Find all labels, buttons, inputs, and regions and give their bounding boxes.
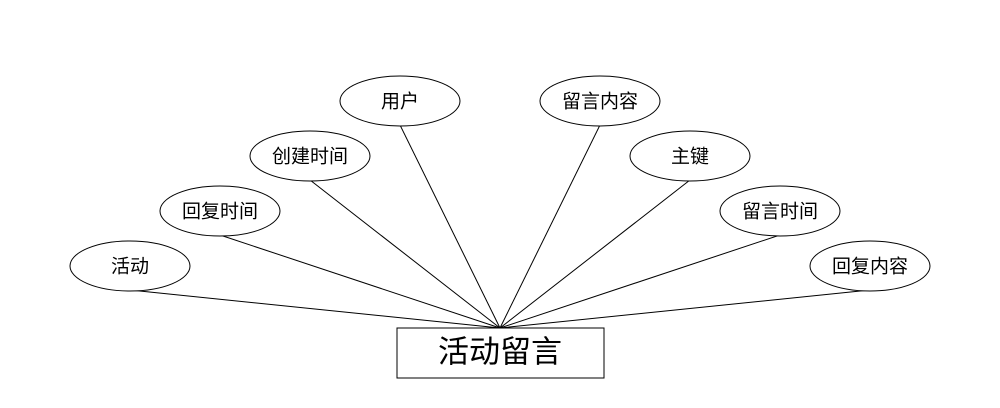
attribute-primary-key: 主键 [629,130,751,182]
attribute-ellipse [159,185,281,237]
connector-create-time [309,179,501,329]
attribute-label: 留言内容 [562,91,638,113]
attribute-ellipse [339,75,461,127]
attribute-message-time: 留言时间 [719,185,841,237]
connector-activity [129,289,501,329]
connector-user [399,124,501,329]
attribute-user: 用户 [339,75,461,127]
connector-primary-key [499,179,691,329]
attribute-label: 主键 [671,146,709,168]
connector-message-content [499,124,601,329]
attribute-ellipse [809,240,931,292]
attribute-activity: 活动 [69,240,191,292]
attribute-label: 回复时间 [182,201,258,223]
connector-lines [129,124,871,329]
attribute-ellipse [719,185,841,237]
connector-reply-content [499,289,871,329]
attribute-label: 创建时间 [272,146,348,168]
connector-reply-time [219,234,501,329]
entity-box [396,327,605,379]
attribute-ellipse [539,75,661,127]
connector-message-time [499,234,781,329]
attribute-label: 用户 [381,91,419,113]
entity-label: 活动留言 [438,335,562,371]
entity-activity-message: 活动留言 [396,327,605,379]
attribute-ellipse [69,240,191,292]
attribute-message-content: 留言内容 [539,75,661,127]
attribute-ellipse [629,130,751,182]
attribute-label: 回复内容 [832,256,908,278]
attribute-ellipse [249,130,371,182]
attribute-reply-content: 回复内容 [809,240,931,292]
attribute-create-time: 创建时间 [249,130,371,182]
attribute-label: 活动 [111,256,149,278]
attribute-reply-time: 回复时间 [159,185,281,237]
attribute-label: 留言时间 [742,201,818,223]
